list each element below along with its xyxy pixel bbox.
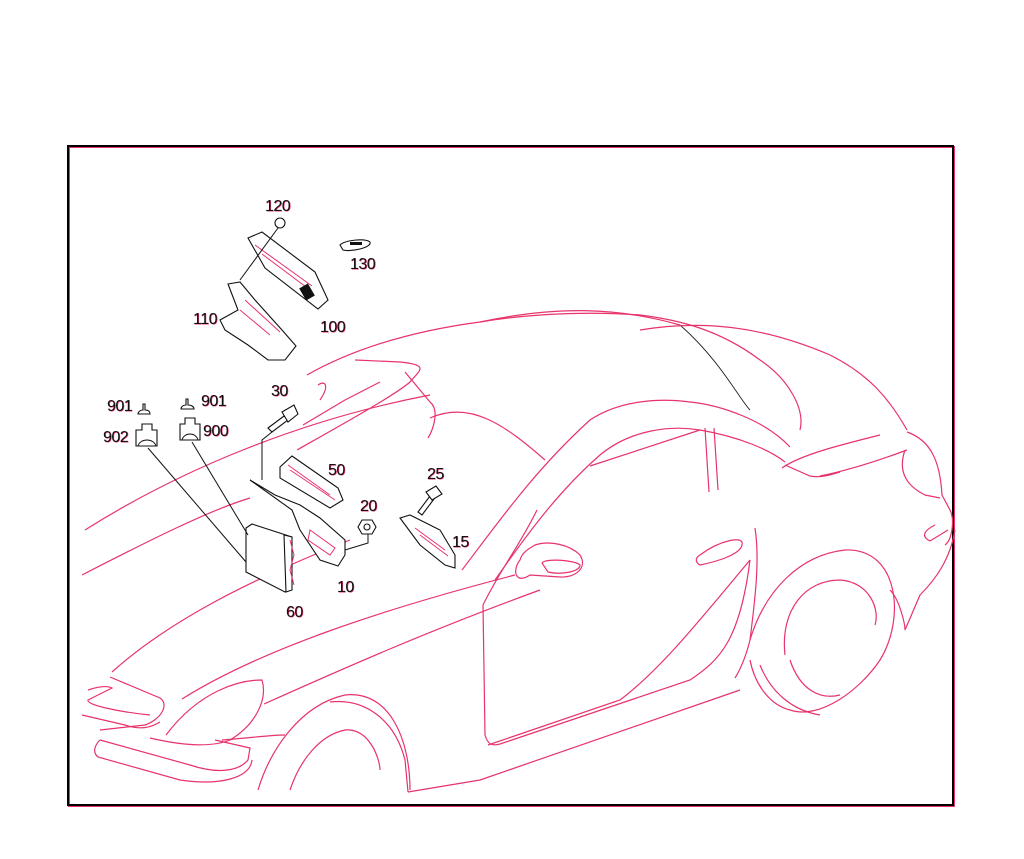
part-25-bolt[interactable] xyxy=(417,485,443,516)
callout-901-left: 901 xyxy=(107,398,133,415)
part-100-control-unit[interactable] xyxy=(247,231,329,310)
part-15-bracket[interactable] xyxy=(399,514,456,569)
callout-25: 25 xyxy=(427,466,444,483)
part-60-control-unit[interactable] xyxy=(245,523,295,593)
callout-901-right: 901 xyxy=(201,393,227,410)
callout-15: 15 xyxy=(452,534,469,551)
part-901-terminal-left[interactable] xyxy=(137,403,151,415)
part-902-connector[interactable] xyxy=(135,423,247,563)
diagram-frame xyxy=(67,145,954,806)
part-901-terminal-right[interactable] xyxy=(180,398,195,410)
part-30-bolt[interactable] xyxy=(261,404,299,480)
callout-30: 30 xyxy=(271,383,288,400)
part-900-connector[interactable] xyxy=(179,417,249,536)
car-body-outline xyxy=(81,310,956,793)
callout-110: 110 xyxy=(193,311,218,328)
callout-120: 120 xyxy=(265,198,291,215)
callout-60: 60 xyxy=(286,604,303,621)
callout-130: 130 xyxy=(350,256,376,273)
part-120-nut[interactable] xyxy=(239,217,286,281)
callout-10: 10 xyxy=(337,579,354,596)
callout-100: 100 xyxy=(320,319,346,336)
part-50-module[interactable] xyxy=(279,455,344,509)
callout-20: 20 xyxy=(360,498,377,515)
part-10-holder[interactable] xyxy=(249,479,369,567)
callout-902: 902 xyxy=(103,429,129,446)
part-110-bracket[interactable] xyxy=(219,281,297,361)
part-130-clip[interactable] xyxy=(339,239,371,252)
callout-900: 900 xyxy=(203,423,229,440)
callout-50: 50 xyxy=(328,462,345,479)
part-20-nut[interactable] xyxy=(357,519,377,535)
